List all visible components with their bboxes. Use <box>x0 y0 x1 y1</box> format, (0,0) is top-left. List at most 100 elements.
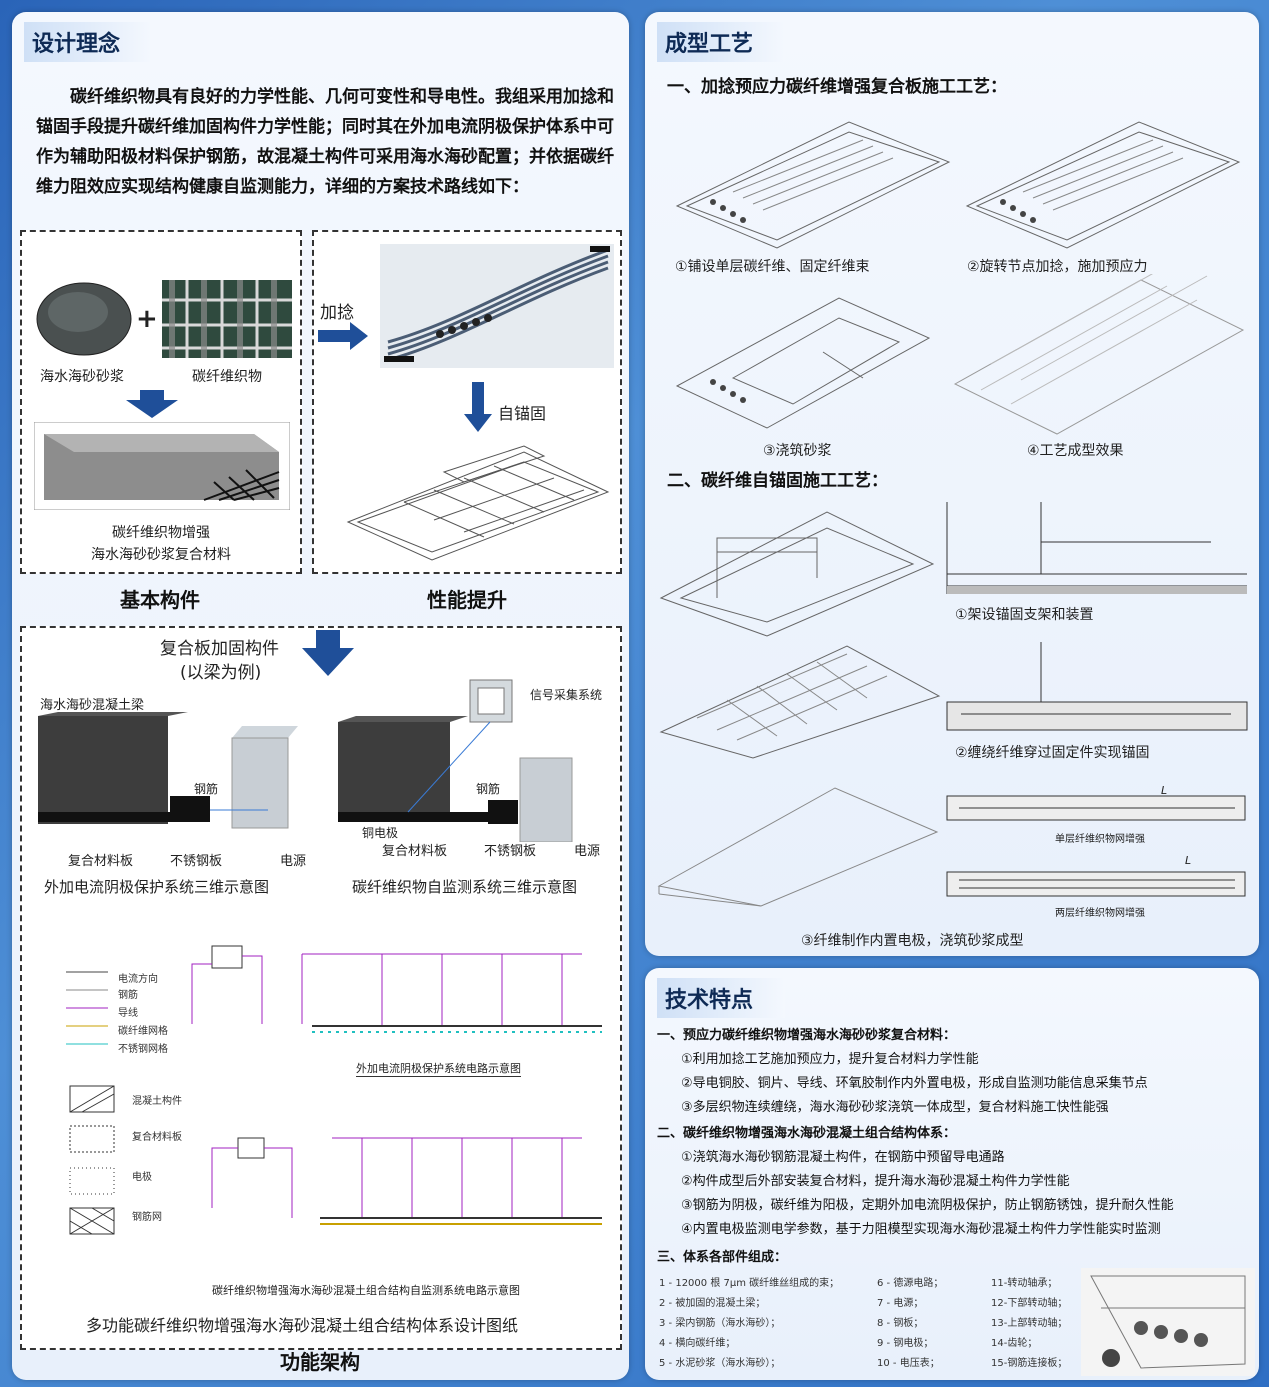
ss-label-1: 不锈钢板 <box>170 854 223 869</box>
L-label-1: L <box>1161 784 1168 797</box>
feature-h2: 二、碳纤维织物增强海水海砂混凝土组合结构体系： <box>657 1126 957 1141</box>
part-4-2: 15-钢筋连接板； <box>991 1358 1068 1369</box>
step1-image <box>675 121 951 249</box>
step4-image <box>953 274 1245 435</box>
part-0-2: 11-转动轴承； <box>991 1278 1058 1289</box>
anchor-label: 自锚固 <box>498 404 547 423</box>
step3-caption: ③浇筑砂浆 <box>763 443 832 459</box>
process-panel: 成型工艺 一、加捻预应力碳纤维增强复合板施工工艺： ①铺设单层碳纤维、固定纤维束… <box>645 12 1259 956</box>
part-1-1: 7 - 电源； <box>877 1298 924 1309</box>
power-label-1: 电源 <box>280 854 307 869</box>
double-layer-section <box>946 871 1246 897</box>
anchor1-section-image <box>946 502 1247 594</box>
feature-2-4: ④内置电极监测电学参数，基于力阻模型实现海水海砂混凝土构件力学性能实时监测 <box>681 1222 1161 1237</box>
performance-label: 性能提升 <box>427 588 507 612</box>
step3-image <box>675 297 931 429</box>
legend-a-0: 电流方向 <box>118 974 158 985</box>
double-layer-caption: 两层纤维织物网增强 <box>1055 908 1145 919</box>
anchor1-image <box>659 511 935 637</box>
self-monitoring-3d-image <box>338 679 573 842</box>
process-title: 成型工艺 <box>657 22 786 62</box>
down-arrow-icon-2 <box>464 382 492 432</box>
circuit-diagram-2 <box>69 1085 602 1235</box>
function-box: 复合板加固构件 (以梁为例) 海水海砂混凝土梁 钢筋 复合材料板 不锈钢板 电源… <box>20 626 622 1350</box>
step2-caption: ②旋转节点加捻，施加预应力 <box>967 259 1148 275</box>
legend-a-3: 碳纤维网格 <box>118 1026 168 1037</box>
panel-title: 设计理念 <box>24 22 153 62</box>
legend-b-1: 复合材料板 <box>132 1132 182 1143</box>
legend-b-2: 电极 <box>132 1172 152 1183</box>
part-3-1: 9 - 钢电极； <box>877 1338 934 1349</box>
down-arrow-icon <box>126 390 178 418</box>
function-label: 功能架构 <box>280 1350 360 1374</box>
legend-b-0: 混凝土构件 <box>132 1096 182 1107</box>
circuit2-caption: 碳纤维织物增强海水海砂混凝土组合结构自监测系统电路示意图 <box>212 1284 520 1297</box>
legend-b-3: 钢筋网 <box>132 1212 162 1223</box>
anchor3-caption: ③纤维制作内置电极，浇筑砂浆成型 <box>801 933 1024 949</box>
legend-a-1: 钢筋 <box>118 990 138 1001</box>
circuit-diagram-1 <box>66 945 602 1045</box>
single-layer-section <box>946 795 1246 821</box>
circuit1-caption: 外加电流阴极保护系统电路示意图 <box>356 1062 521 1077</box>
legend-a-2: 导线 <box>118 1008 138 1019</box>
rebar-label-1: 钢筋 <box>194 782 219 796</box>
plate-label-2: 复合材料板 <box>382 844 448 859</box>
anchor2-image <box>659 645 941 759</box>
assembly-image <box>1081 1268 1255 1376</box>
features-title: 技术特点 <box>657 978 786 1018</box>
anchor3-image <box>657 787 939 907</box>
beam-caption: 海水海砂混凝土梁 <box>40 698 145 713</box>
down-arrow-icon-3 <box>302 630 354 676</box>
signal-label: 信号采集系统 <box>530 688 603 702</box>
anchor2-section-image <box>946 642 1248 731</box>
part-1-0: 2 - 被加固的混凝土梁； <box>659 1298 766 1309</box>
plate-label-1: 复合材料板 <box>68 854 134 869</box>
fabric-image <box>162 280 292 358</box>
feature-h3: 三、体系各部件组成： <box>657 1250 788 1265</box>
design-concept-panel: 设计理念 碳纤维织物具有良好的力学性能、几何可变性和导电性。我组采用加捻和锚固手… <box>12 12 629 1380</box>
part-1-2: 12-下部转动轴； <box>991 1298 1068 1309</box>
part-3-0: 4 - 横向碳纤维； <box>659 1338 736 1349</box>
mortar-disc-image <box>36 282 132 356</box>
process-sec1: 一、加捻预应力碳纤维增强复合板施工工艺： <box>667 77 1007 97</box>
reinforce-caption-2: (以梁为例) <box>180 663 262 683</box>
basic-label: 基本构件 <box>120 588 200 612</box>
ss-label-2: 不锈钢板 <box>484 844 537 859</box>
part-4-0: 5 - 水泥砂浆（海水海砂）； <box>659 1358 781 1369</box>
feature-2-3: ③钢筋为阴极，碳纤维为阳极，定期外加电流阴极保护，防止钢筋锈蚀，提升耐久性能 <box>681 1198 1174 1213</box>
plus-sign: + <box>136 304 158 334</box>
drawing-caption: 多功能碳纤维织物增强海水海砂混凝土组合结构体系设计图纸 <box>86 1316 519 1335</box>
twist-label: 加捻 <box>320 303 354 323</box>
performance-box: 加捻 自锚固 <box>312 230 622 574</box>
part-2-0: 3 - 梁内钢筋（海水海砂）； <box>659 1318 781 1329</box>
self-monitoring-3d-caption: 碳纤维织物自监测系统三维示意图 <box>352 878 578 896</box>
feature-1-2: ②导电铜胶、铜片、导线、环氧胶制作内外置电极，形成自监测功能信息采集节点 <box>681 1076 1148 1091</box>
legend-a-4: 不锈钢网格 <box>118 1044 168 1055</box>
anchor-frame-image <box>346 445 610 561</box>
feature-1-3: ③多层织物连续缠绕，海水海砂砂浆浇筑一体成型，复合材料施工快性能强 <box>681 1100 1109 1115</box>
twisted-fiber-image <box>380 244 614 368</box>
step4-caption: ④工艺成型效果 <box>1027 443 1124 459</box>
reinforce-caption-1: 复合板加固构件 <box>160 639 279 659</box>
rebar-label-2: 钢筋 <box>476 782 501 796</box>
part-0-1: 6 - 德源电路； <box>877 1278 944 1289</box>
anchor1-caption: ①架设锚固支架和装置 <box>955 607 1094 623</box>
part-3-2: 14-齿轮； <box>991 1338 1038 1349</box>
intro-text: 碳纤维织物具有良好的力学性能、几何可变性和导电性。我组采用加捻和锚固手段提升碳纤… <box>36 87 614 197</box>
composite-image <box>34 422 290 510</box>
right-arrow-icon <box>318 322 368 350</box>
part-2-1: 8 - 钢板； <box>877 1318 924 1329</box>
fabric-caption: 碳纤维织物 <box>192 369 262 385</box>
step2-image <box>965 121 1241 249</box>
step1-caption: ①铺设单层碳纤维、固定纤维束 <box>675 259 870 275</box>
L-label-2: L <box>1185 854 1192 867</box>
feature-2-2: ②构件成型后外部安装复合材料，提升海水海砂混凝土构件力学性能 <box>681 1174 1070 1189</box>
process-sec2: 二、碳纤维自锚固施工工艺： <box>667 471 888 491</box>
part-2-2: 13-上部转动轴； <box>991 1318 1068 1329</box>
electrode-label: 铜电极 <box>362 826 399 840</box>
cathodic-protection-3d-image <box>38 712 298 829</box>
part-4-1: 10 - 电压表； <box>877 1358 940 1369</box>
anchor2-caption: ②缠绕纤维穿过固定件实现锚固 <box>955 745 1150 761</box>
feature-1-1: ①利用加捻工艺施加预应力，提升复合材料力学性能 <box>681 1052 979 1067</box>
power-label-2: 电源 <box>574 844 601 859</box>
